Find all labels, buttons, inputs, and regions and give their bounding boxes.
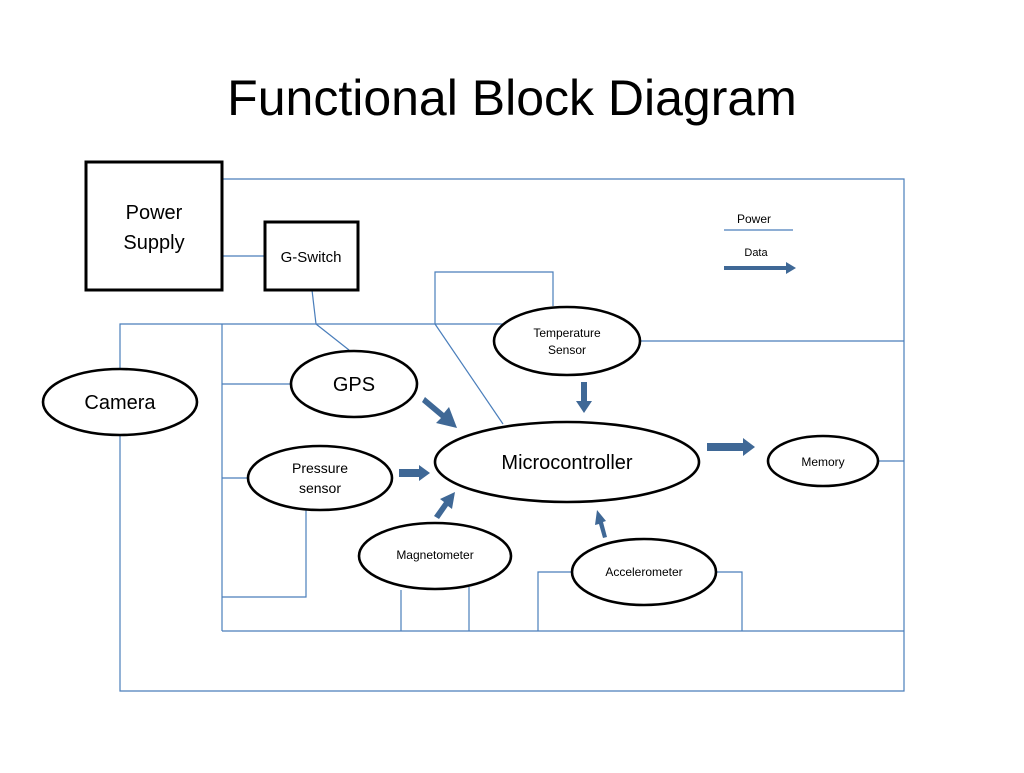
arrow-micro-to-memory	[707, 438, 755, 456]
gps-label: GPS	[333, 374, 375, 396]
power-line-accel-right	[715, 571, 743, 631]
memory-label: Memory	[801, 455, 844, 469]
camera-label: Camera	[84, 392, 156, 414]
arrow-mag-to-micro	[434, 492, 455, 519]
legend-data-arrow	[724, 262, 796, 274]
accelerometer-label: Accelerometer	[605, 565, 682, 579]
temperature-sensor-label-line1: Temperature	[533, 326, 601, 340]
arrow-temp-to-micro	[576, 382, 592, 413]
power-line-gswitch-bus	[311, 289, 317, 325]
accelerometer-node: Accelerometer	[570, 537, 718, 607]
power-line-accel-left	[537, 571, 573, 631]
power-line-top-bus	[119, 323, 553, 368]
power-line-gps	[315, 323, 350, 351]
gps-node: GPS	[289, 349, 419, 419]
power-line-micro	[434, 323, 504, 425]
g-switch-block: G-Switch	[263, 220, 360, 292]
legend: Power Data	[724, 212, 796, 274]
magnetometer-node: Magnetometer	[357, 521, 513, 591]
arrow-pressure-to-micro	[399, 465, 430, 481]
power-supply-block: Power Supply	[84, 160, 224, 292]
power-wiring	[119, 178, 905, 692]
data-arrows	[399, 382, 755, 538]
legend-data-label: Data	[744, 247, 768, 259]
pressure-sensor-node: Pressure sensor	[246, 444, 394, 512]
power-line-outer	[119, 178, 905, 692]
microcontroller-node: Microcontroller	[433, 420, 701, 504]
camera-node: Camera	[41, 367, 199, 437]
pressure-sensor-label-line2: sensor	[299, 480, 341, 496]
g-switch-label: G-Switch	[281, 249, 342, 266]
temperature-sensor-label-line2: Sensor	[548, 343, 586, 357]
power-line-temp-loop	[434, 271, 554, 324]
temperature-sensor-node: Temperature Sensor	[492, 305, 642, 377]
memory-node: Memory	[766, 434, 880, 488]
legend-power-label: Power	[737, 212, 771, 226]
pressure-sensor-label-line1: Pressure	[292, 460, 348, 476]
arrow-accel-to-micro	[595, 510, 607, 538]
power-supply-label-line2: Supply	[123, 232, 184, 254]
microcontroller-label: Microcontroller	[501, 452, 632, 474]
power-line-pressure-down	[222, 508, 307, 598]
power-supply-label-line1: Power	[126, 202, 183, 224]
magnetometer-label: Magnetometer	[396, 548, 473, 562]
arrow-gps-to-micro	[422, 397, 457, 428]
page-title: Functional Block Diagram	[227, 70, 797, 126]
